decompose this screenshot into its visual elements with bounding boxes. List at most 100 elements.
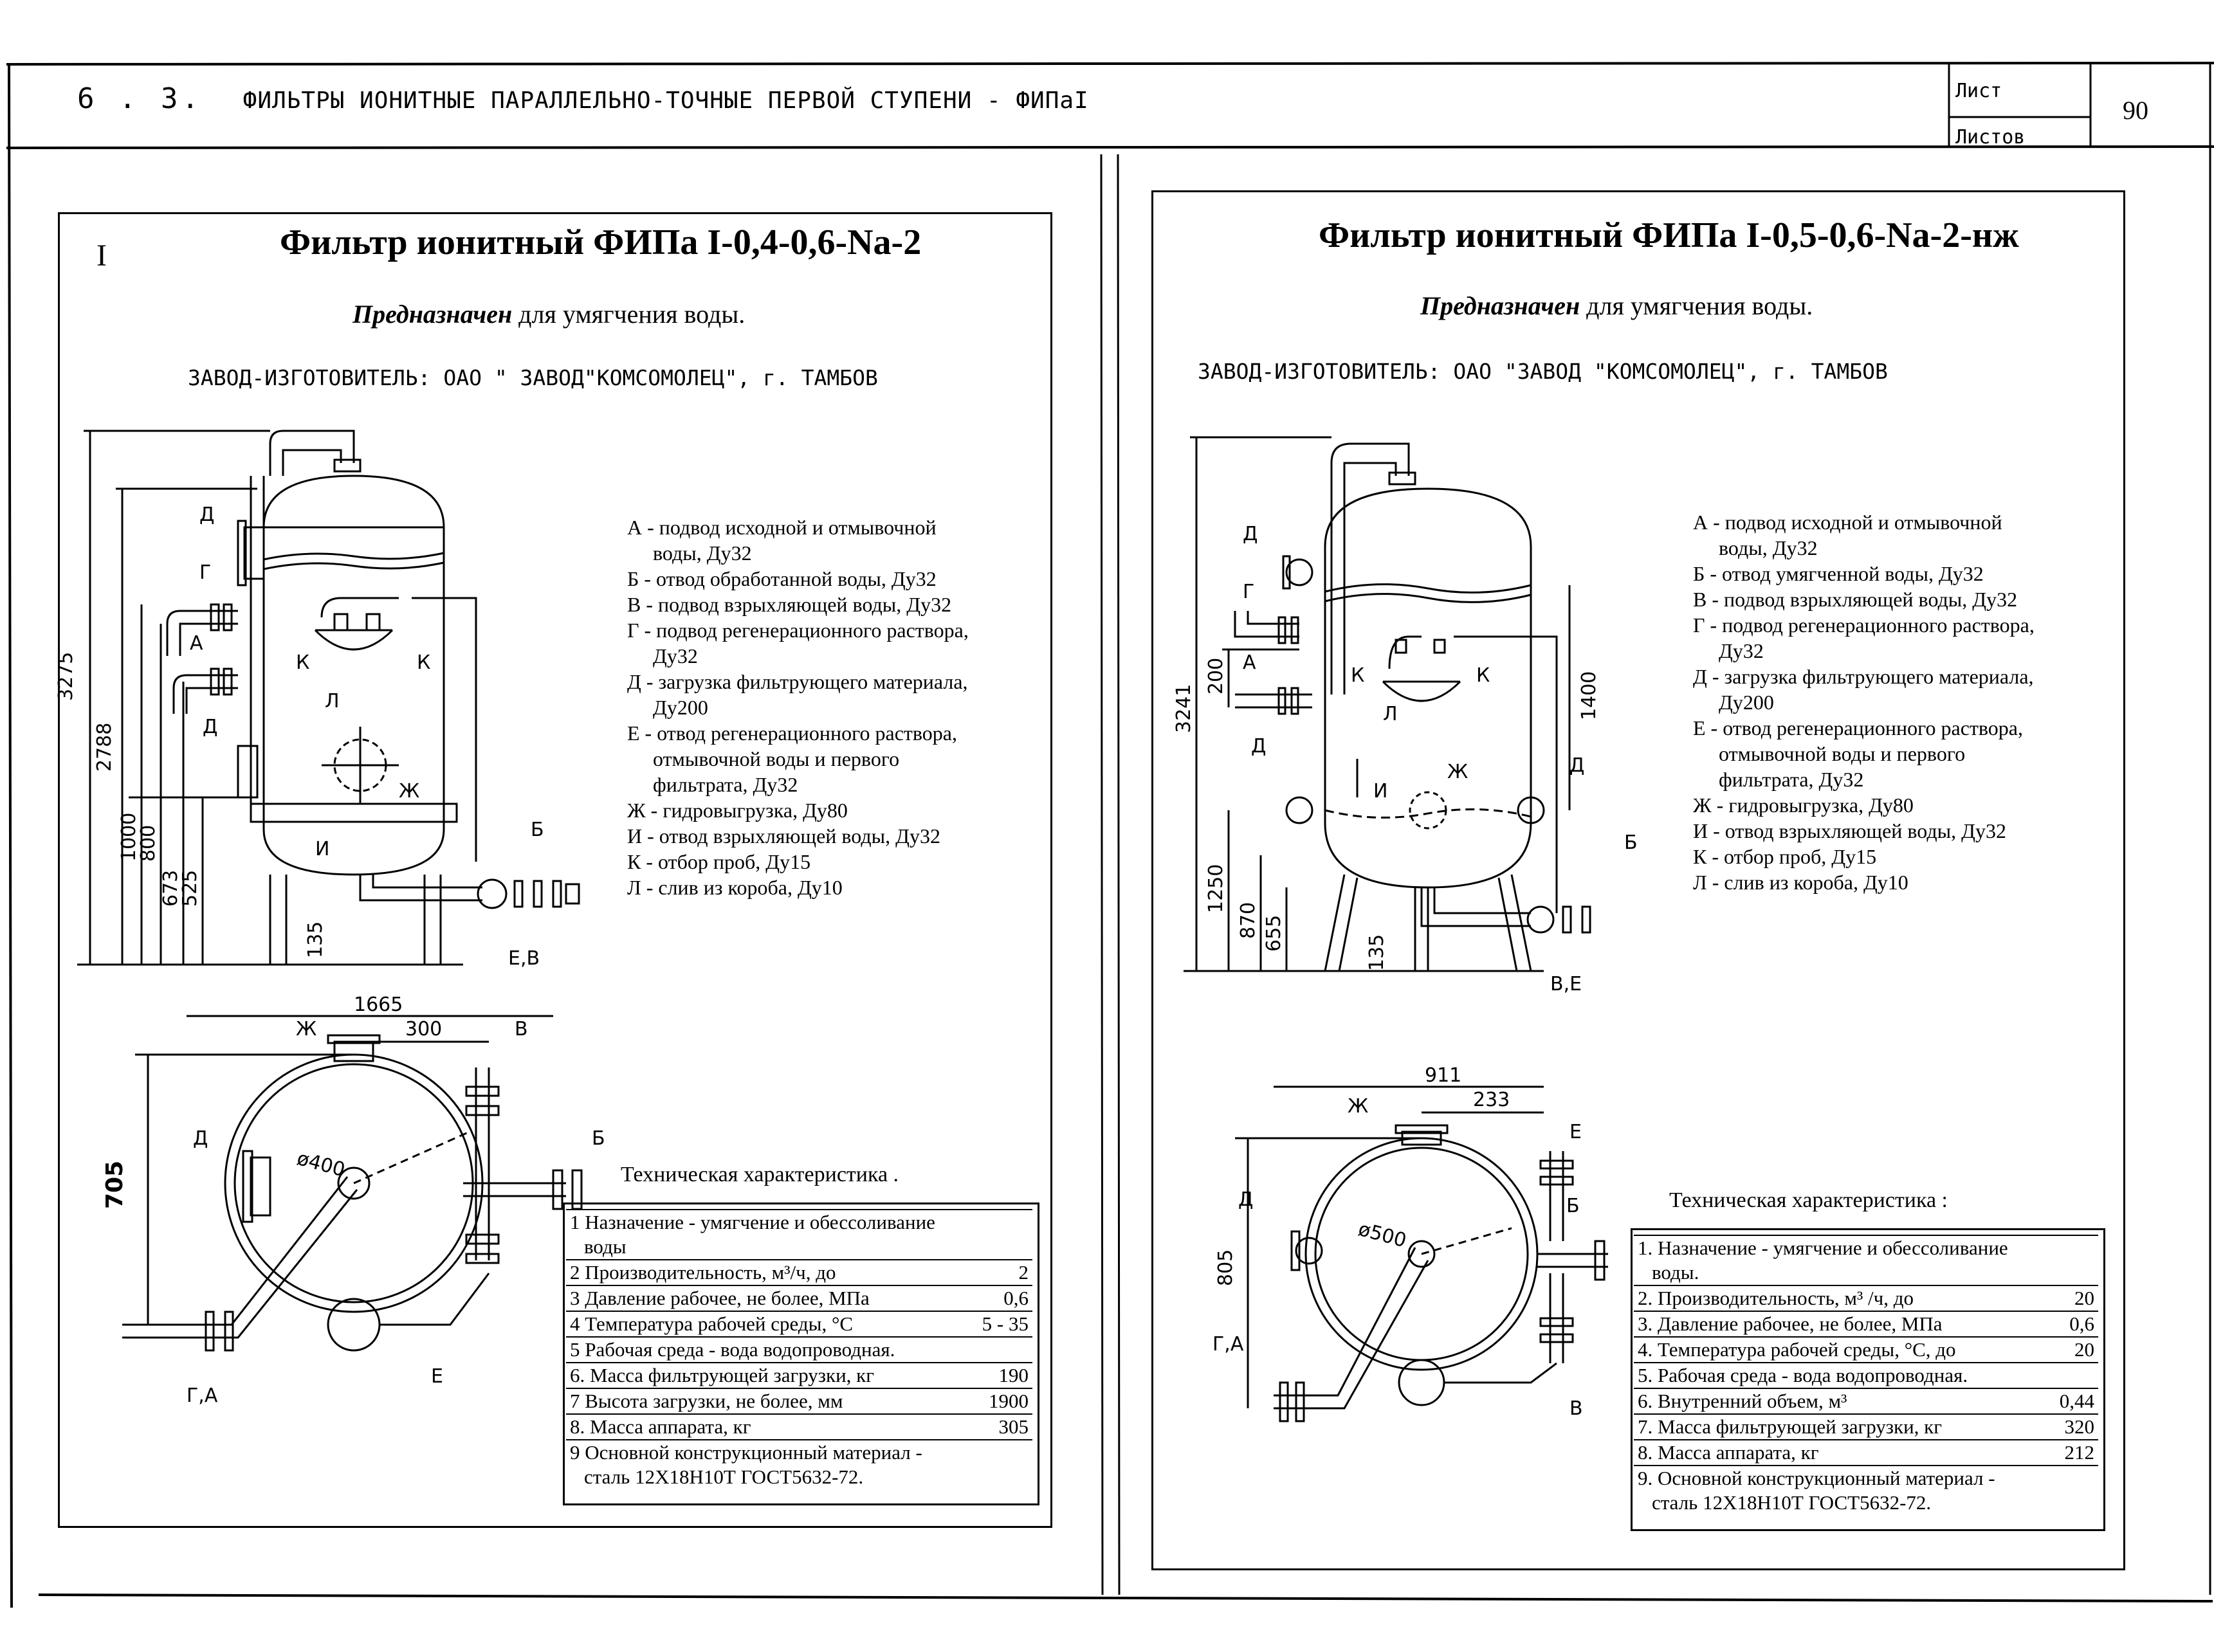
- left-legend-item-b: Б - отвод обработанной воды, Ду32: [627, 567, 937, 590]
- right-spec-value: 0,44: [2051, 1388, 2098, 1414]
- right-legend-item-b: Б - отвод умягченной воды, Ду32: [1693, 562, 1984, 585]
- left-spec-row: воды: [566, 1235, 1032, 1260]
- right-label-b: Б: [1624, 831, 1638, 854]
- left-legend-item-k: К - отбор проб, Ду15: [627, 850, 811, 873]
- right-spec-value: [2051, 1362, 2098, 1388]
- left-spec-row: сталь 12Х18Н10Т ГОСТ5632-72.: [566, 1465, 1032, 1489]
- left-spec-value: [973, 1336, 1032, 1363]
- left-spec-row: 1 Назначение - умягчение и обессоливание: [566, 1209, 1032, 1235]
- right-manufacturer: ЗАВОД-ИЗГОТОВИТЕЛЬ: ОАО "ЗАВОД "КОМСОМОЛ…: [1198, 359, 1888, 384]
- right-label-d2: Д: [1251, 735, 1266, 758]
- right-spec-table: 1. Назначение - умягчение и обессоливани…: [1634, 1235, 2098, 1515]
- right-dim-h1: 3241: [1173, 684, 1195, 733]
- header-title-row: 6 . 3. ФИЛЬТРЫ ИОНИТНЫЕ ПАРАЛЛЕЛЬНО-ТОЧН…: [77, 82, 1089, 115]
- right-spec-value: 20: [2051, 1285, 2098, 1311]
- right-legend-item-zh: Ж - гидровыгрузка, Ду80: [1693, 794, 1914, 817]
- right-plan-dia: ø500: [1356, 1218, 1409, 1252]
- sheet-label: Лист: [1955, 80, 2002, 102]
- left-plan-label-v: В: [515, 1018, 528, 1040]
- left-spec-row: 9 Основной конструкционный материал -: [566, 1439, 1032, 1465]
- right-spec-label: 3. Давление рабочее, не более, МПа: [1634, 1311, 2051, 1337]
- left-spec-value: 190: [973, 1362, 1032, 1388]
- left-spec-label: воды: [584, 1235, 627, 1258]
- left-legend: А - подвод исходной и отмывочной воды, Д…: [627, 514, 969, 900]
- left-dim-h1: 3275: [55, 652, 77, 701]
- right-legend-item-k: К - отбор проб, Ду15: [1693, 845, 1877, 868]
- right-legend-item-a-cont: воды, Ду32: [1719, 536, 1818, 559]
- right-legend: А - подвод исходной и отмывочной воды, Д…: [1693, 509, 2035, 895]
- right-label-ve: В,Е: [1550, 973, 1582, 995]
- left-spec-label: 6. Масса фильтрующей загрузки, кг: [566, 1362, 973, 1388]
- right-legend-item-d-cont: Ду200: [1719, 691, 1774, 714]
- right-spec-label: 1. Назначение - умягчение и обессоливани…: [1634, 1235, 2051, 1260]
- left-spec-label: 5 Рабочая среда - вода водопроводная.: [566, 1336, 973, 1363]
- right-spec-label: 4. Температура рабочей среды, °С, до: [1634, 1336, 2051, 1363]
- right-legend-item-g: Г - подвод регенерационного раствора,: [1693, 613, 2035, 637]
- right-plan-label-b: Б: [1566, 1195, 1580, 1217]
- right-spec-value: [2051, 1235, 2098, 1260]
- right-dim-h2: 200: [1205, 658, 1227, 694]
- left-legend-item-e-cont1: отмывочной воды и первого: [653, 747, 900, 770]
- right-spec-row: 5. Рабочая среда - вода водопроводная.: [1634, 1362, 2098, 1388]
- left-dim-h2: 2788: [93, 723, 116, 772]
- left-spec-value: [973, 1235, 1032, 1260]
- right-label-i: И: [1373, 780, 1387, 803]
- left-spec-label: 9 Основной конструкционный материал -: [566, 1439, 973, 1465]
- left-label-i: И: [315, 838, 329, 860]
- right-legend-item-d: Д - загрузка фильтрующего материала,: [1693, 665, 2034, 688]
- right-spec-value: [2051, 1491, 2098, 1515]
- left-spec-label: 8. Масса аппарата, кг: [566, 1413, 973, 1440]
- right-plan-dim-w2: 233: [1473, 1089, 1510, 1111]
- left-plan-dim-d: 705: [102, 1161, 128, 1209]
- left-purpose: Предназначен для умягчения воды.: [352, 299, 745, 329]
- right-plan-label-zh: Ж: [1348, 1095, 1368, 1118]
- left-spec-label: 1 Назначение - умягчение и обессоливание: [566, 1209, 973, 1235]
- right-spec-value: 20: [2051, 1336, 2098, 1363]
- left-spec-label: сталь 12Х18Н10Т ГОСТ5632-72.: [584, 1466, 864, 1488]
- right-spec-value: [2051, 1260, 2098, 1285]
- right-spec-label: сталь 12Х18Н10Т ГОСТ5632-72.: [1652, 1491, 1932, 1514]
- right-legend-item-a: А - подвод исходной и отмывочной: [1693, 511, 2002, 534]
- left-plan-dim-w1: 1665: [354, 994, 403, 1016]
- left-legend-item-g-cont: Ду32: [653, 644, 698, 667]
- right-spec-row: 9. Основной конструкционный материал -: [1634, 1465, 2098, 1491]
- left-legend-item-a: А - подвод исходной и отмывочной: [627, 516, 937, 539]
- left-tech-caption: Техническая характеристика .: [621, 1163, 899, 1186]
- left-elevation-drawing: 3275 2788 1000 800 673 525 135 Д Г А Д К…: [55, 430, 580, 970]
- left-legend-item-a-cont: воды, Ду32: [653, 541, 752, 565]
- left-legend-item-i: И - отвод взрыхляющей воды, Ду32: [627, 824, 940, 848]
- right-plan-dim-d: 805: [1214, 1249, 1237, 1286]
- right-dim-h7: 135: [1366, 934, 1388, 971]
- right-dim-h4: 1250: [1205, 864, 1227, 913]
- left-purpose-rest: для умягчения воды.: [512, 300, 746, 329]
- right-tech-caption: Техническая характеристика :: [1669, 1188, 1948, 1212]
- left-plan-drawing: 1665 300 705 ø400 Ж В Д Б Е Г,А: [102, 994, 605, 1407]
- left-title: Фильтр ионитный ФИПа I-0,4-0,6-Na-2: [280, 222, 922, 262]
- right-plan-label-d: Д: [1238, 1188, 1253, 1211]
- left-spec-value: [973, 1209, 1032, 1235]
- left-legend-item-g: Г - подвод регенерационного раствора,: [627, 619, 969, 642]
- right-purpose-rest: для умягчения воды.: [1580, 291, 1813, 320]
- right-spec-value: 320: [2051, 1413, 2098, 1440]
- left-dim-h6: 525: [179, 870, 201, 907]
- right-spec-row: воды.: [1634, 1260, 2098, 1285]
- right-label-d1: Д: [1243, 523, 1258, 545]
- left-spec-label: 2 Производительность, м³/ч, до: [566, 1259, 973, 1285]
- right-title: Фильтр ионитный ФИПа I-0,5-0,6-Na-2-нж: [1319, 215, 2019, 255]
- left-spec-value: 1900: [973, 1388, 1032, 1414]
- right-legend-item-e: Е - отвод регенерационного раствора,: [1693, 716, 2023, 740]
- right-plan-drawing: 911 233 805 ø500 Ж Е Д Б В Г,А: [1212, 1064, 1608, 1422]
- right-legend-item-e-cont1: отмывочной воды и первого: [1719, 742, 1966, 765]
- left-legend-item-e-cont2: фильтрата, Ду32: [653, 773, 798, 796]
- left-spec-label: 3 Давление рабочее, не более, МПа: [566, 1285, 973, 1311]
- left-plan-dim-w2: 300: [405, 1018, 442, 1040]
- left-roman-numeral: I: [96, 239, 107, 273]
